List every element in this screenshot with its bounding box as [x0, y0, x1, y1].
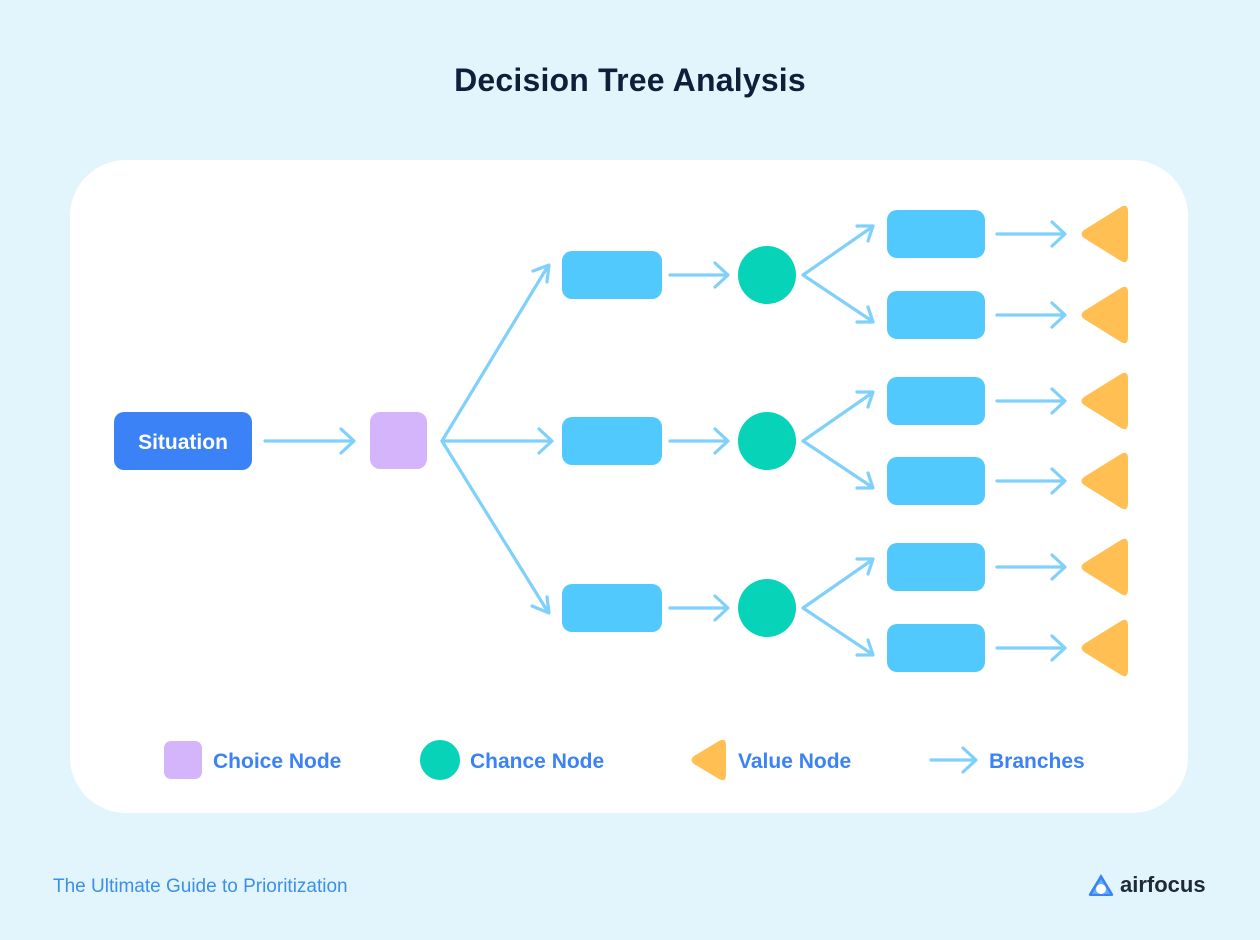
branch-arrow [995, 220, 1067, 329]
legend-value-swatch [691, 739, 726, 781]
branches [263, 263, 554, 615]
situation-node: Situation [114, 412, 252, 470]
outcome-box [887, 457, 985, 505]
legend-chance-label: Chance Node [470, 750, 604, 773]
branch-arrow [995, 553, 1067, 662]
legend-chance-swatch [420, 740, 460, 780]
legend-choice-swatch [164, 741, 202, 779]
option-box [562, 584, 662, 632]
option-group-3 [562, 538, 1128, 677]
legend-branch-swatch [929, 746, 978, 774]
branch-arrow [801, 390, 875, 490]
branch-arrow [440, 439, 551, 615]
airfocus-logo-icon [1088, 874, 1114, 896]
value-node [1081, 286, 1128, 344]
value-node [1081, 538, 1128, 596]
legend-choice-label: Choice Node [213, 750, 341, 773]
chance-node [738, 412, 796, 470]
branch-arrow [668, 427, 730, 455]
situation-label: Situation [138, 431, 228, 454]
chance-node [738, 246, 796, 304]
option-group-1 [562, 205, 1128, 344]
legend: Choice Node Chance Node Value Node Branc… [164, 739, 1085, 781]
outcome-box [887, 543, 985, 591]
value-node [1081, 372, 1128, 430]
branch-arrow [801, 224, 875, 324]
outcome-box [887, 291, 985, 339]
option-box [562, 417, 662, 465]
branch-arrow [263, 427, 356, 455]
option-group-2 [562, 372, 1128, 510]
footer-guide-text: The Ultimate Guide to Prioritization [53, 876, 348, 897]
value-node [1081, 205, 1128, 263]
outcome-box [887, 210, 985, 258]
legend-value-label: Value Node [738, 750, 851, 773]
branch-arrow [668, 261, 730, 289]
value-node [1081, 619, 1128, 677]
branch-arrow [995, 387, 1067, 495]
branch-arrow [801, 557, 875, 657]
value-node [1081, 452, 1128, 510]
branch-arrow [440, 427, 554, 455]
branch-arrow [440, 263, 551, 443]
outcome-box [887, 377, 985, 425]
legend-branches-label: Branches [989, 750, 1085, 773]
option-box [562, 251, 662, 299]
brand-name: airfocus [1120, 872, 1206, 897]
choice-node [370, 412, 427, 469]
chance-node [738, 579, 796, 637]
page-title: Decision Tree Analysis [454, 62, 806, 98]
brand-logo[interactable]: airfocus [1088, 870, 1206, 900]
branch-arrow [668, 594, 730, 622]
outcome-box [887, 624, 985, 672]
